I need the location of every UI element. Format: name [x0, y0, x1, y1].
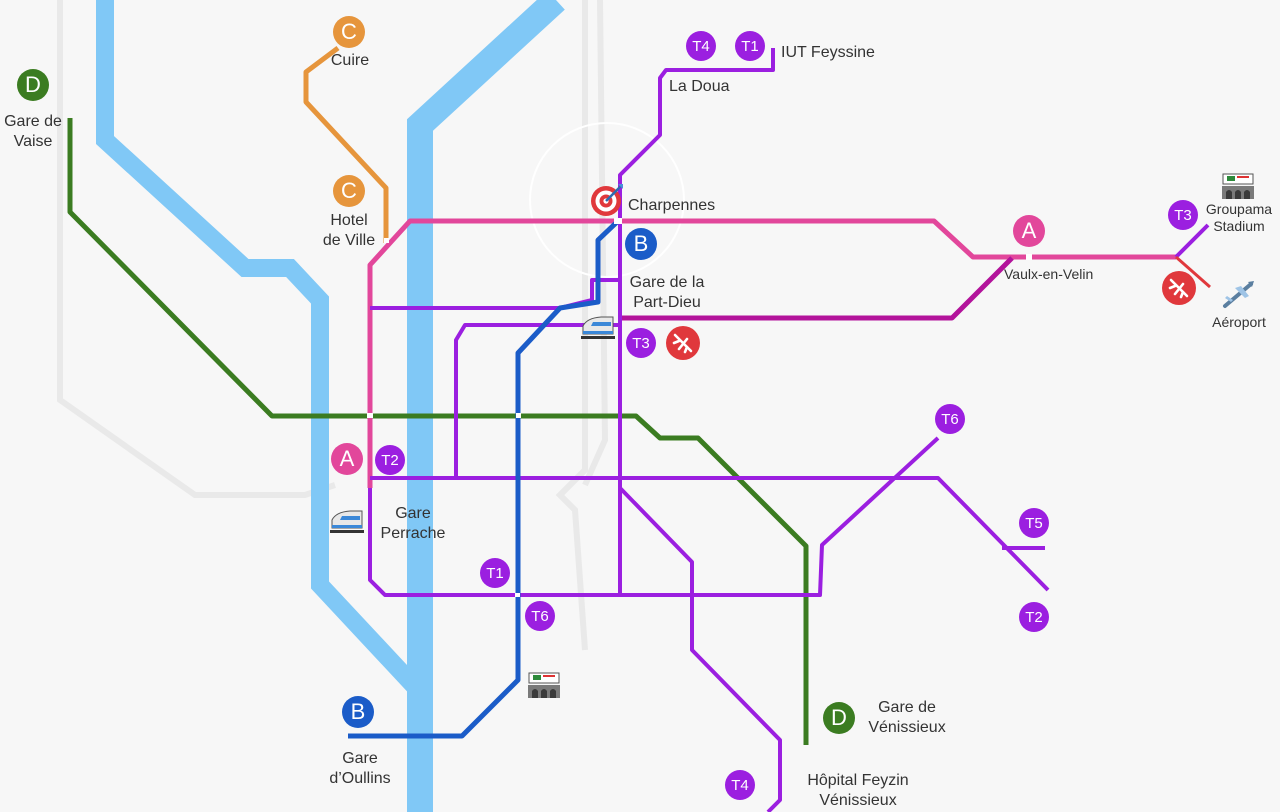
- station-markers: [367, 218, 1032, 597]
- airport-link: [1175, 255, 1211, 289]
- tram-t6-badge-south[interactable]: T6: [525, 601, 555, 631]
- tram-t1-badge-iut[interactable]: T1: [735, 31, 765, 61]
- station-label-aeroport[interactable]: Aéroport: [1212, 314, 1266, 330]
- station-label-gare-perrache[interactable]: Gare Perrache: [380, 505, 446, 542]
- station-label-gare-de-vaise[interactable]: Gare de Vaise: [4, 113, 62, 150]
- tram-network: [368, 48, 1050, 812]
- tram-line-t4-south: [618, 486, 782, 812]
- charpennes-highlight: [529, 122, 685, 278]
- tram-line-t3-stadium: [1174, 223, 1210, 259]
- tram-line-t1-t4-north: [618, 48, 775, 595]
- station-label-gare-venissieux[interactable]: Gare de Vénissieux: [868, 699, 946, 736]
- tram-line-t2-loop: [368, 436, 940, 597]
- tram-line-t3: [620, 256, 1014, 321]
- tram-t4-badge-doua[interactable]: T4: [686, 31, 716, 61]
- river-rhone: [407, 0, 565, 812]
- metro-c-badge-hotel-de-ville[interactable]: C: [333, 175, 365, 207]
- station-label-gare-oullins[interactable]: Gare d’Oullins: [329, 750, 391, 787]
- metro-b-badge-oullins[interactable]: B: [342, 696, 374, 728]
- station-label-hopital-feyzin[interactable]: Hôpital Feyzin Vénissieux: [807, 772, 909, 809]
- tram-t6-badge-east[interactable]: T6: [935, 404, 965, 434]
- station-label-la-doua[interactable]: La Doua: [669, 78, 730, 95]
- metro-d-badge-vaise[interactable]: D: [17, 69, 49, 101]
- metro-line-b: [348, 219, 620, 739]
- airplane-icon: [1221, 278, 1257, 310]
- station-label-iut-feyssine[interactable]: IUT Feyssine: [781, 44, 875, 61]
- station-label-cuire[interactable]: Cuire: [330, 52, 370, 69]
- stadium-icon: [1221, 172, 1255, 200]
- station-label-vaulx-en-velin[interactable]: Vaulx-en-Velin: [1004, 266, 1094, 282]
- metro-a-badge-perrache[interactable]: A: [331, 443, 363, 475]
- tram-t3-badge-part-dieu[interactable]: T3: [626, 328, 656, 358]
- train-icon: [330, 508, 364, 534]
- metro-line-d: [67, 118, 809, 745]
- metro-b-badge-part-dieu[interactable]: B: [625, 228, 657, 260]
- airport-icon[interactable]: [665, 325, 701, 361]
- river-saone: [96, 0, 425, 697]
- tram-t1-badge-south[interactable]: T1: [480, 558, 510, 588]
- station-label-groupama-stadium[interactable]: Groupama Stadium: [1205, 201, 1273, 234]
- tram-t2-badge-east[interactable]: T2: [1019, 602, 1049, 632]
- station-label-charpennes[interactable]: Charpennes: [628, 197, 716, 214]
- station-label-hotel-de-ville[interactable]: Hotel de Ville: [322, 212, 376, 249]
- train-icon: [581, 314, 615, 340]
- station-label-gare-part-dieu[interactable]: Gare de la Part-Dieu: [629, 274, 705, 311]
- tram-t4-badge-south[interactable]: T4: [725, 770, 755, 800]
- metro-d-badge-venissieux[interactable]: D: [823, 702, 855, 734]
- target-icon: [590, 183, 624, 217]
- metro-c-badge-cuire[interactable]: C: [333, 16, 365, 48]
- airport-icon[interactable]: [1161, 270, 1197, 306]
- tram-line-t2: [370, 476, 1050, 592]
- metro-a-badge-vaulx[interactable]: A: [1013, 215, 1045, 247]
- tram-t5-badge[interactable]: T5: [1019, 508, 1049, 538]
- tram-t2-badge-perrache[interactable]: T2: [375, 445, 405, 475]
- metro-line-c: [303, 46, 389, 243]
- stadium-icon: [527, 671, 561, 699]
- metro-line-a: [367, 218, 1176, 488]
- tram-t3-badge-groupama[interactable]: T3: [1168, 200, 1198, 230]
